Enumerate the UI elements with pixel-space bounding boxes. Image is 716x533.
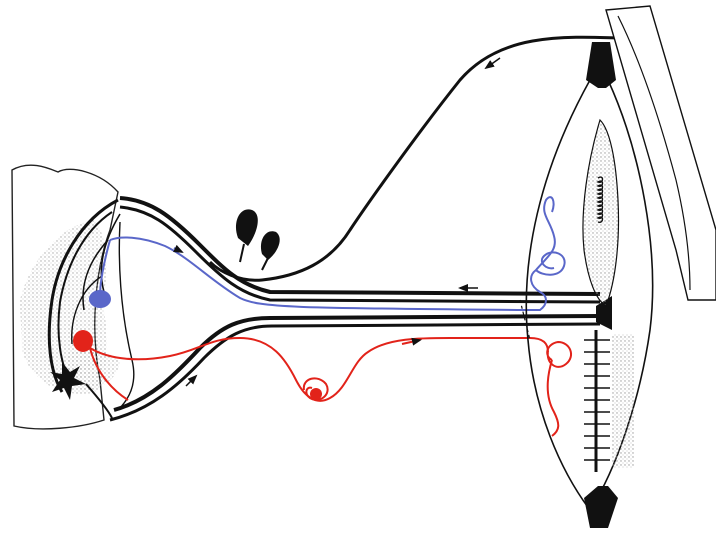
muscle-tendon-top: [586, 42, 616, 88]
motor-pathway: [73, 330, 571, 436]
muscle: [520, 42, 653, 528]
bone-outline: [606, 6, 716, 300]
dorsal-root-ganglion-2: [261, 231, 280, 260]
dorsal-root-ganglion-1: [236, 209, 258, 246]
muscle-tendon-bottom: [584, 486, 618, 528]
bone: [606, 6, 716, 300]
sensory-neuron-body: [89, 290, 111, 308]
